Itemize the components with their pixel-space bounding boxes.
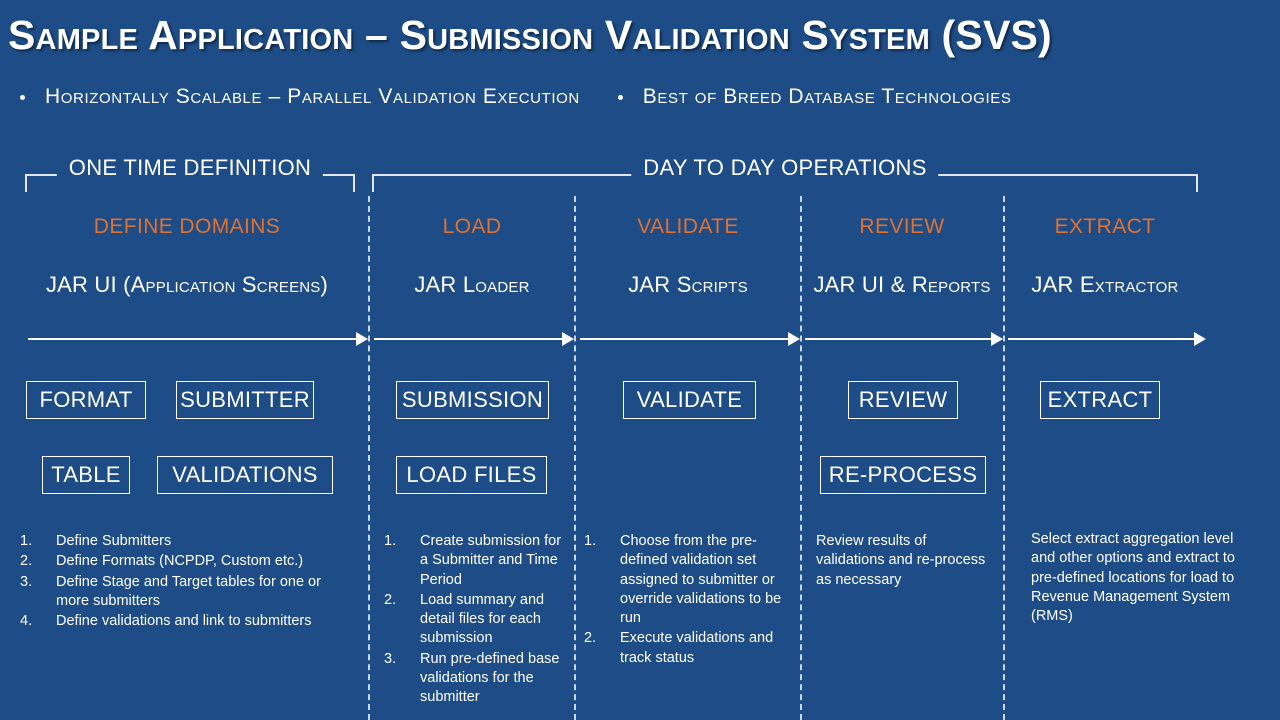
flow-arrow-3: [580, 332, 800, 346]
arrow-shaft: [28, 338, 358, 340]
phase-bracket-label: ONE TIME DEFINITION: [56, 155, 324, 181]
list-item-text: Define Submitters: [56, 533, 172, 549]
column-divider-1: [368, 196, 370, 720]
entity-box-review[interactable]: REVIEW: [848, 381, 958, 419]
flow-arrow-2: [374, 332, 574, 346]
column-subheading: JAR Extractor: [1031, 272, 1179, 297]
list-item-text: Define validations and link to submitter…: [56, 613, 312, 630]
column-3-steps: 1. Choose from the pre-defined validatio…: [584, 532, 792, 669]
subtitle-bullet-2: Best of Breed Database Technologies: [617, 85, 1012, 109]
bracket-tick-left: [372, 174, 374, 192]
list-item-number: 3.: [20, 573, 33, 590]
subtitle-bullet-2-label: Best of Breed Database Technologies: [642, 85, 1012, 108]
column-5-description: Select extract aggregation level and oth…: [1031, 530, 1239, 626]
list-item: 1. Create submission for a Submitter and…: [384, 532, 570, 590]
column-review: REVIEW JAR UI & Reports: [802, 215, 1002, 298]
list-item-text: Choose from the pre-defined validation s…: [620, 533, 782, 627]
column-heading: VALIDATE: [637, 215, 739, 238]
subtitle-bullet-1: Horizontally Scalable – Parallel Validat…: [20, 85, 580, 109]
phase-bracket-one-time-definition: ONE TIME DEFINITION: [25, 155, 355, 192]
entity-box-validations[interactable]: VALIDATIONS: [157, 456, 333, 494]
entity-box-submission[interactable]: SUBMISSION: [396, 381, 549, 419]
entity-box-table[interactable]: TABLE: [42, 456, 130, 494]
arrow-head-icon: [788, 332, 800, 346]
list-item: 3. Define Stage and Target tables for on…: [20, 573, 350, 612]
column-load: LOAD JAR Loader: [372, 215, 572, 298]
entity-box-load-files[interactable]: LOAD FILES: [396, 456, 547, 494]
list-item: 1. Define Submitters: [20, 532, 350, 551]
entity-box-re-process[interactable]: RE-PROCESS: [820, 456, 986, 494]
arrow-shaft: [580, 338, 790, 340]
column-heading: DEFINE DOMAINS: [93, 215, 281, 238]
bracket-tick-right: [353, 174, 355, 192]
column-divider-4: [1003, 196, 1005, 720]
bullet-dot-icon: [617, 94, 623, 100]
flow-arrow-4: [805, 332, 1003, 346]
arrow-shaft: [374, 338, 564, 340]
list-item-number: 2.: [384, 591, 397, 608]
column-1-steps: 1. Define Submitters 2. Define Formats (…: [20, 532, 350, 632]
ordered-list: 1. Define Submitters 2. Define Formats (…: [20, 532, 350, 631]
column-heading: REVIEW: [859, 215, 945, 238]
list-item: 2. Load summary and detail files for eac…: [384, 591, 570, 649]
list-item-text: Create submission for a Submitter and Ti…: [420, 533, 562, 588]
list-item-text: Define Formats (NCPDP, Custom etc.): [56, 553, 304, 570]
list-item-number: 1.: [384, 533, 397, 549]
list-item: 1. Choose from the pre-defined validatio…: [584, 532, 792, 628]
list-item-number: 1.: [20, 533, 33, 549]
entity-box-format[interactable]: FORMAT: [26, 381, 146, 419]
column-heading: LOAD: [442, 215, 502, 238]
column-divider-3: [800, 196, 802, 720]
list-item-number: 4.: [20, 613, 33, 630]
entity-box-submitter[interactable]: SUBMITTER: [176, 381, 314, 419]
arrow-head-icon: [1194, 332, 1206, 346]
arrow-head-icon: [991, 332, 1003, 346]
list-item-text: Execute validations and track status: [620, 630, 774, 666]
list-item-text: Run pre-defined base validations for the…: [420, 650, 560, 706]
ordered-list: 1. Create submission for a Submitter and…: [384, 532, 570, 708]
arrow-head-icon: [562, 332, 574, 346]
bracket-tick-left: [25, 174, 27, 192]
column-2-steps: 1. Create submission for a Submitter and…: [384, 532, 570, 709]
list-item: 2. Execute validations and track status: [584, 629, 792, 668]
phase-bracket-label: DAY TO DAY OPERATIONS: [631, 155, 939, 181]
subtitle-bullet-list: Horizontally Scalable – Parallel Validat…: [20, 85, 1260, 109]
ordered-list: 1. Choose from the pre-defined validatio…: [584, 532, 792, 668]
column-divider-2: [574, 196, 576, 720]
flow-arrow-1: [28, 332, 368, 346]
list-item: 4. Define validations and link to submit…: [20, 612, 350, 631]
list-item-text: Define Stage and Target tables for one o…: [56, 573, 321, 609]
entity-box-validate[interactable]: VALIDATE: [623, 381, 756, 419]
column-heading: EXTRACT: [1054, 215, 1156, 238]
list-item: 3. Run pre-defined base validations for …: [384, 650, 570, 708]
flow-arrow-5: [1008, 332, 1206, 346]
arrow-shaft: [1008, 338, 1196, 340]
list-item-text: Load summary and detail files for each s…: [420, 591, 545, 647]
column-4-description: Review results of validations and re-pro…: [816, 532, 996, 590]
arrow-shaft: [805, 338, 993, 340]
arrow-head-icon: [356, 332, 368, 346]
slide-title: Sample Application – Submission Validati…: [8, 12, 1052, 58]
column-subheading: JAR UI & Reports: [813, 272, 991, 297]
subtitle-bullet-1-label: Horizontally Scalable – Parallel Validat…: [45, 85, 580, 108]
description-text: Select extract aggregation level and oth…: [1031, 531, 1235, 625]
bullet-dot-icon: [20, 94, 25, 100]
list-item-number: 3.: [384, 650, 397, 667]
list-item-number: 1.: [584, 533, 597, 549]
column-extract: EXTRACT JAR Extractor: [1005, 215, 1205, 298]
bracket-tick-right: [1196, 174, 1198, 192]
description-text: Review results of validations and re-pro…: [816, 533, 986, 588]
column-define-domains: DEFINE DOMAINS JAR UI (Application Scree…: [12, 215, 362, 298]
column-subheading: JAR UI (Application Screens): [45, 272, 329, 297]
list-item-number: 2.: [20, 553, 33, 570]
list-item: 2. Define Formats (NCPDP, Custom etc.): [20, 552, 350, 571]
column-validate: VALIDATE JAR Scripts: [578, 215, 798, 298]
entity-box-extract[interactable]: EXTRACT: [1040, 381, 1160, 419]
column-subheading: JAR Loader: [414, 272, 530, 297]
phase-bracket-day-to-day-operations: DAY TO DAY OPERATIONS: [372, 155, 1198, 192]
column-subheading: JAR Scripts: [628, 272, 748, 297]
list-item-number: 2.: [584, 630, 597, 647]
